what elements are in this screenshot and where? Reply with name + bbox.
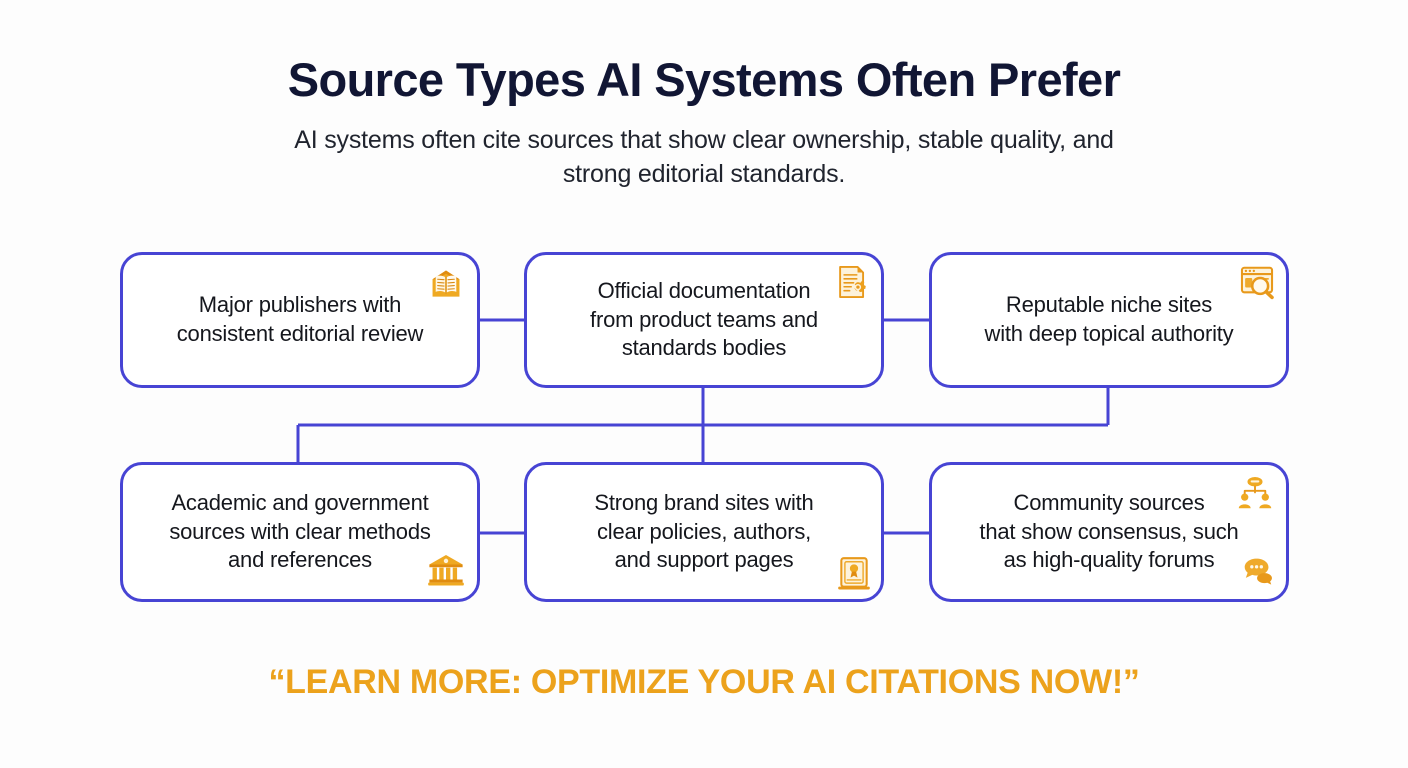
node-label: Academic and government sources with cle… xyxy=(169,490,431,573)
page-subtitle: AI systems often cite sources that show … xyxy=(294,125,1114,188)
node-label: Reputable niche sites with deep topical … xyxy=(984,292,1234,346)
node-label: Strong brand sites with clear policies, … xyxy=(594,490,814,573)
cta-text[interactable]: “LEARN MORE: OPTIMIZE YOUR AI CITATIONS … xyxy=(268,663,1140,701)
node-major-publishers[interactable]: Major publishers with consistent editori… xyxy=(120,252,480,388)
page-title: Source Types AI Systems Often Prefer xyxy=(287,53,1121,106)
certificate-frame-icon xyxy=(838,557,870,590)
node-academic-government[interactable]: Academic and government sources with cle… xyxy=(120,462,480,602)
node-official-documentation[interactable]: Official documentation from product team… xyxy=(524,252,884,388)
node-label: Official documentation from product team… xyxy=(590,278,818,361)
node-label: Major publishers with consistent editori… xyxy=(176,292,424,346)
node-strong-brand-sites[interactable]: Strong brand sites with clear policies, … xyxy=(524,462,884,602)
header: Source Types AI Systems Often Prefer AI … xyxy=(0,53,1408,191)
node-reputable-niche-sites[interactable]: Reputable niche sites with deep topical … xyxy=(929,252,1289,388)
node-label: Community sources that show consensus, s… xyxy=(979,490,1239,573)
node-community-sources[interactable]: Community sources that show consensus, s… xyxy=(929,462,1289,602)
